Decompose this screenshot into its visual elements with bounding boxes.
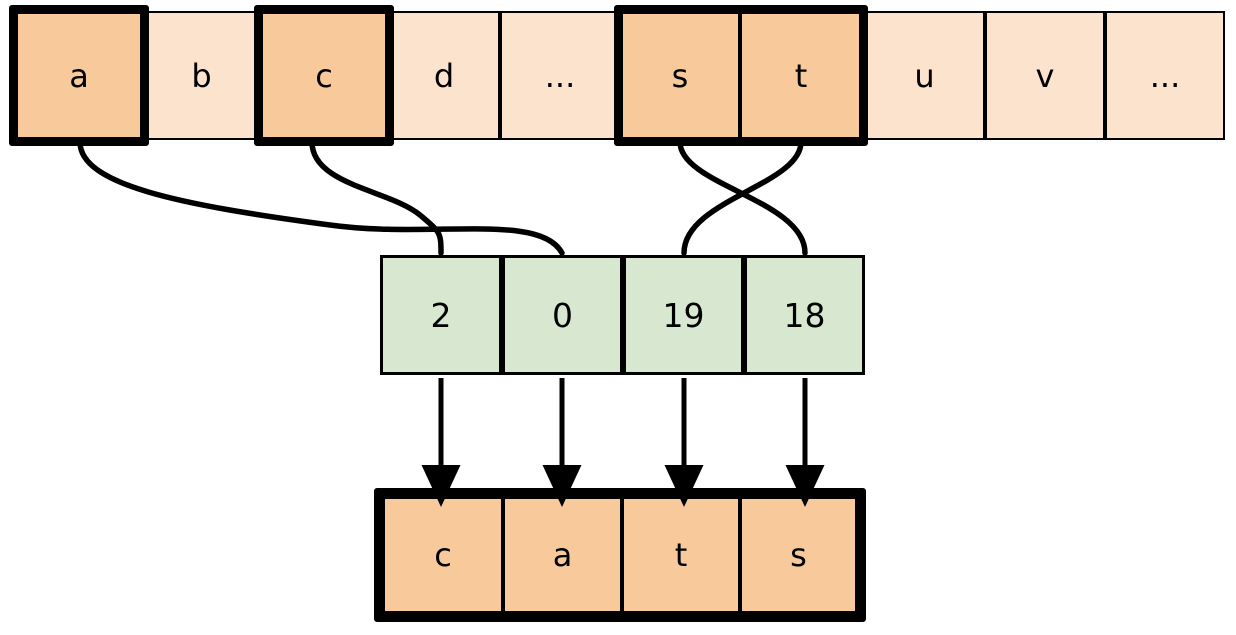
decoded-output-row: c a t s (374, 488, 866, 622)
connector-curve-s-to-18 (677, 139, 808, 256)
index-cell-1[interactable]: 0 (502, 255, 623, 375)
vocab-cell-c[interactable]: c (260, 11, 388, 140)
output-cell-0[interactable]: c (383, 497, 503, 613)
connector-curve-c-to-2 (309, 139, 444, 256)
output-cell-1[interactable]: a (503, 497, 622, 613)
vocab-cell-ellipsis-2[interactable]: ... (1105, 11, 1225, 140)
vocab-cell-b[interactable]: b (143, 11, 260, 140)
vocab-cell-t[interactable]: t (740, 11, 862, 140)
index-cell-2[interactable]: 19 (623, 255, 744, 375)
vocab-cell-v[interactable]: v (985, 11, 1105, 140)
vocab-cell-u[interactable]: u (864, 11, 985, 140)
vocab-cell-a[interactable]: a (15, 11, 143, 140)
vocab-cell-ellipsis-1[interactable]: ... (500, 11, 620, 140)
output-cell-3[interactable]: s (740, 497, 857, 613)
connector-curve-a-to-0 (77, 139, 565, 256)
output-cell-2[interactable]: t (622, 497, 740, 613)
index-cell-3[interactable]: 18 (744, 255, 865, 375)
vocab-cell-s[interactable]: s (620, 11, 740, 140)
vocab-cell-d[interactable]: d (388, 11, 500, 140)
connector-curve-t-to-19 (681, 139, 804, 256)
index-cell-0[interactable]: 2 (380, 255, 502, 375)
